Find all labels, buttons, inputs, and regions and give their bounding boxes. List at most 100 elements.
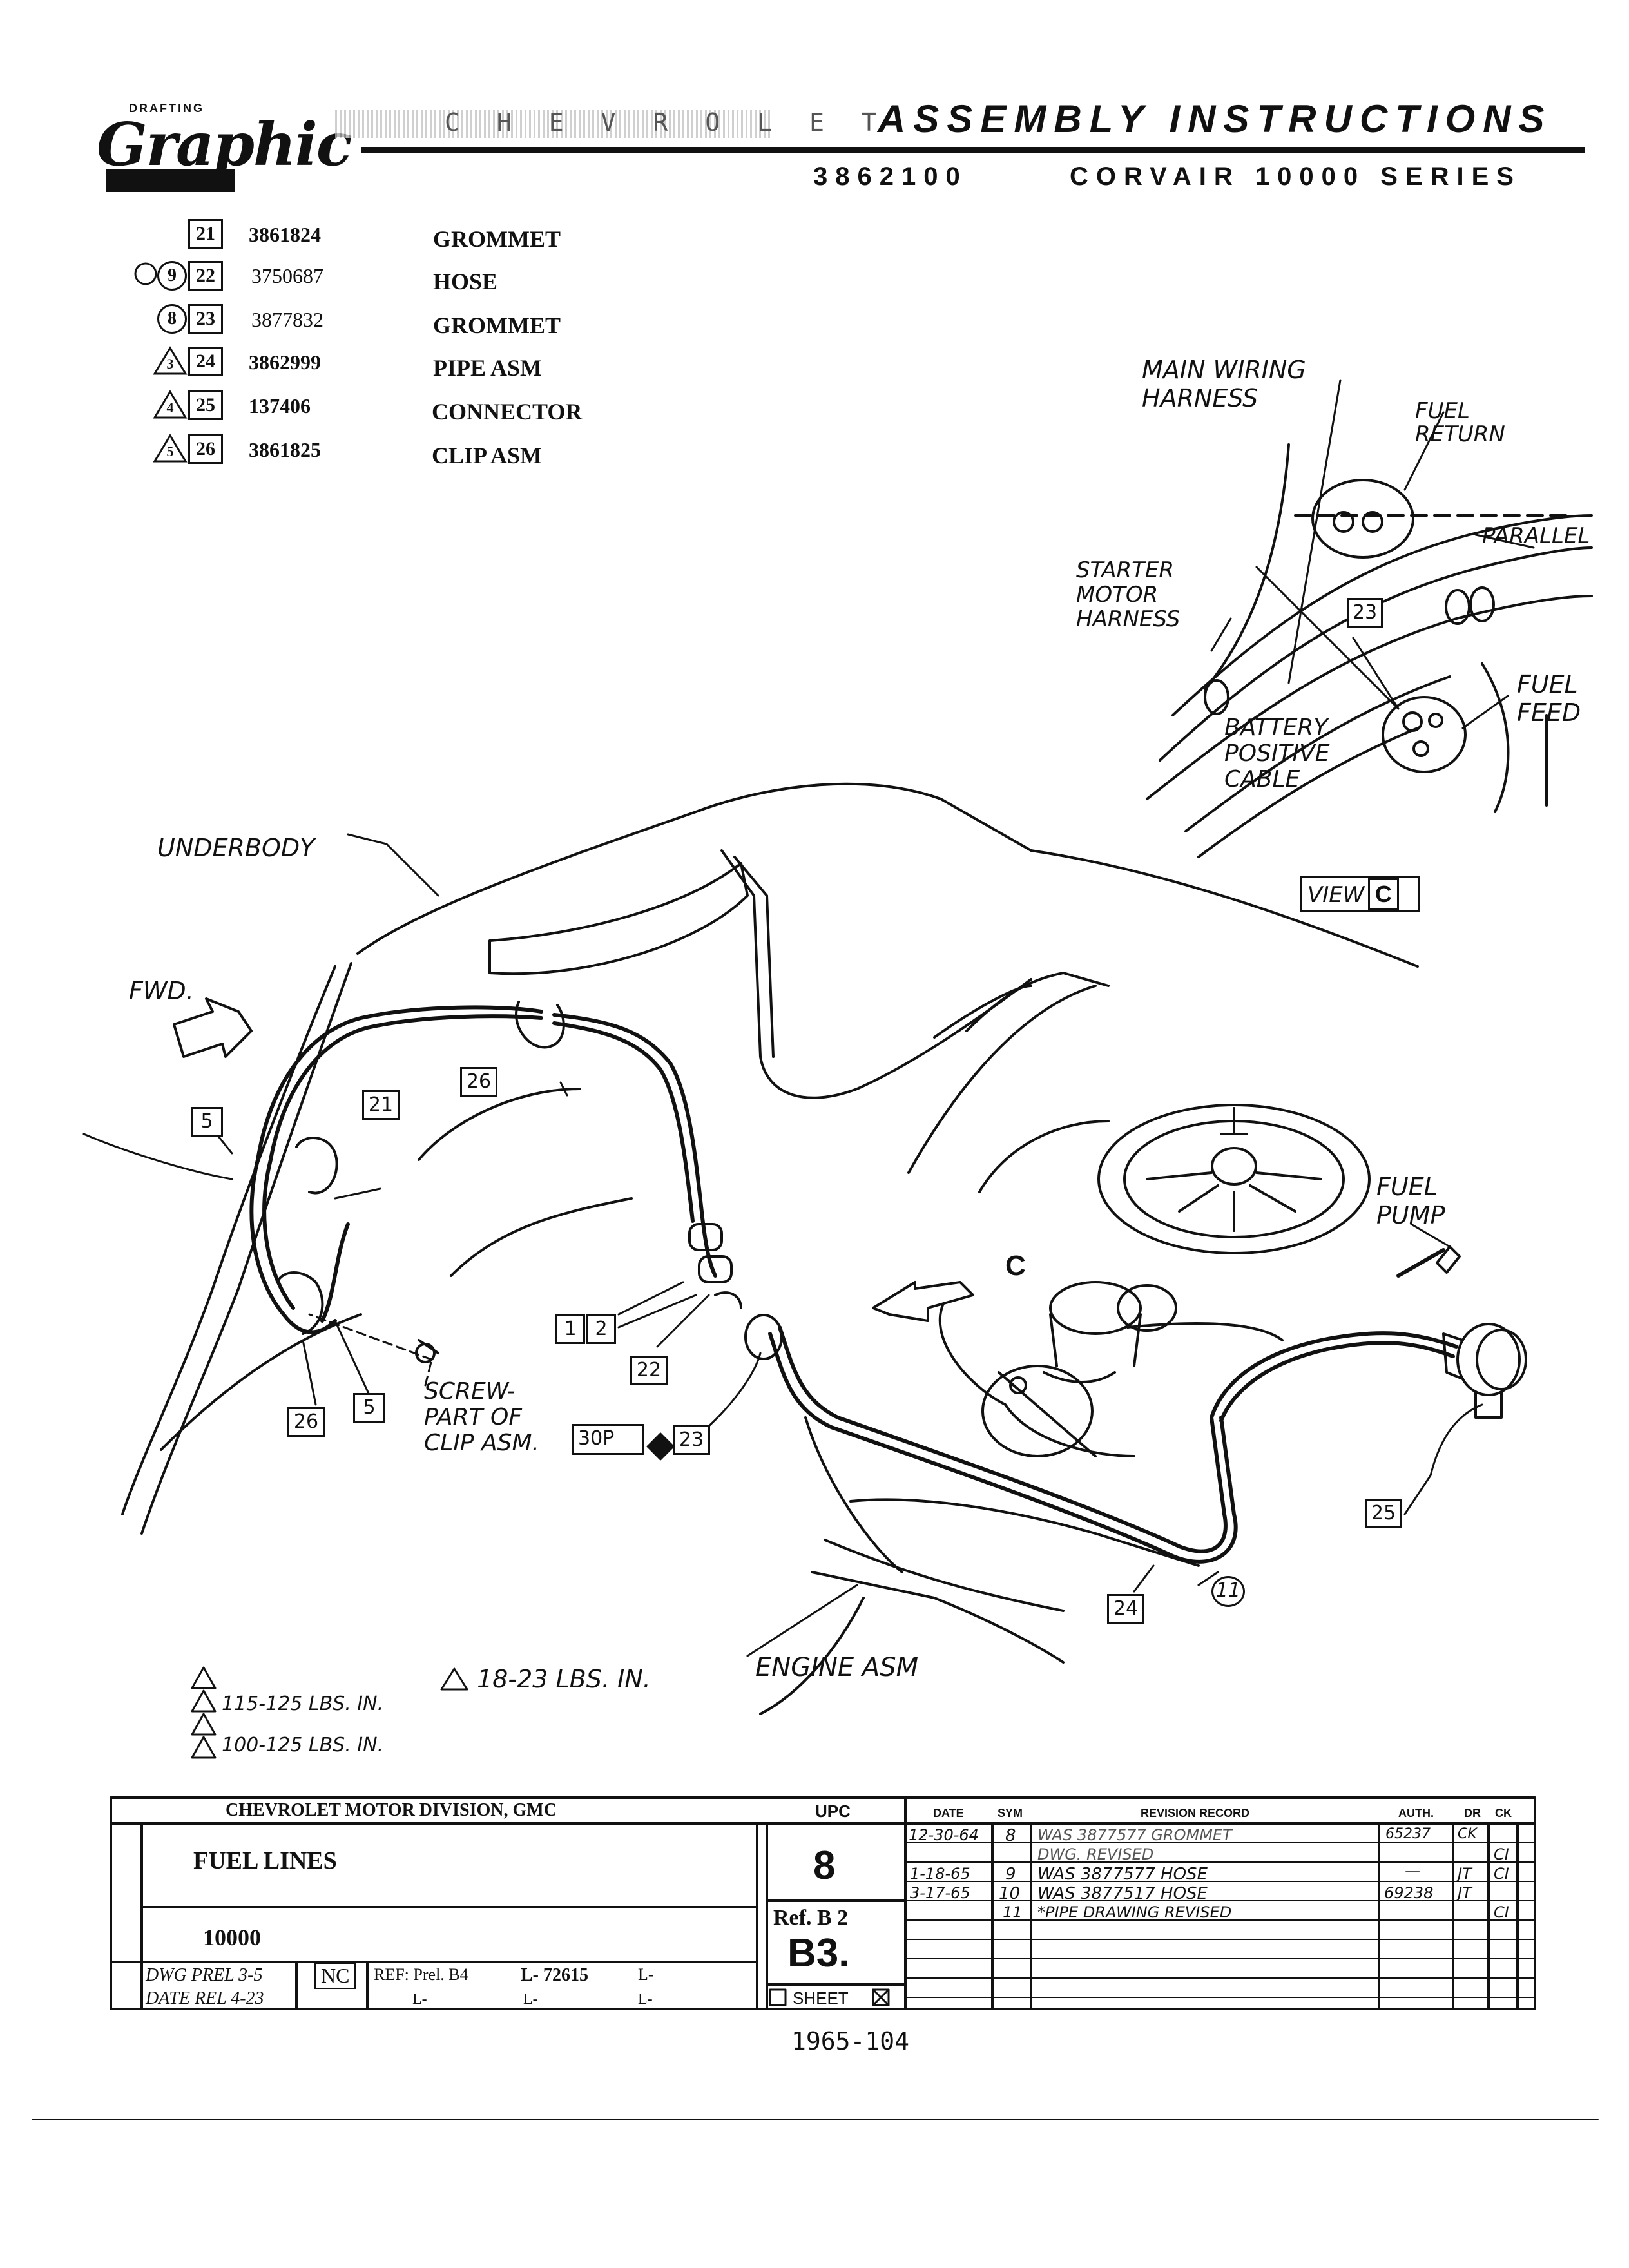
torque-note-5: 18-23 LBS. IN. — [477, 1665, 651, 1693]
dwg-prel: DWG PREL 3-5 — [146, 1965, 263, 1985]
l-blank-1: L- — [638, 1965, 654, 1984]
label-fuel-pump: FUEL PUMP — [1376, 1173, 1445, 1229]
rev-sym: 11 — [1003, 1903, 1023, 1921]
rev-desc: DWG. REVISED — [1037, 1845, 1154, 1863]
part-rev-mark: 9 — [157, 261, 187, 291]
series-title: CORVAIR 10000 SERIES — [1070, 162, 1521, 191]
torque-triangles — [191, 1432, 675, 1759]
ref-label: Ref. B 2 — [773, 1906, 849, 1930]
rev-desc: WAS 3877517 HOSE — [1037, 1884, 1208, 1903]
rev-dr: CK — [1458, 1826, 1477, 1842]
nc-mark: NC — [314, 1963, 356, 1989]
part-name: PIPE ASM — [433, 355, 543, 381]
document-id: 1965-104 — [791, 2027, 910, 2055]
callout-1: 1 — [555, 1314, 585, 1344]
drawing-title: FUEL LINES — [193, 1847, 337, 1874]
assembly-part-number: 3862100 — [813, 162, 968, 191]
part-ref-box: 26 — [188, 434, 223, 464]
part-name: GROMMET — [433, 226, 561, 252]
part-name: GROMMET — [433, 312, 561, 338]
part-number: 3750687 — [251, 264, 323, 287]
rev-desc: WAS 3877577 GROMMET — [1037, 1826, 1232, 1844]
part-rev-mark: 8 — [157, 304, 187, 334]
l-blank-4: L- — [638, 1991, 653, 2008]
chevrolet-bowtie-icon — [106, 169, 235, 192]
callout-2: 2 — [586, 1314, 616, 1344]
rev-sym: 8 — [1005, 1826, 1016, 1845]
label-fuel-return: FUEL RETURN — [1415, 398, 1505, 447]
view-c-tag: VIEW C — [1300, 876, 1420, 912]
rev-desc: *PIPE DRAWING REVISED — [1037, 1903, 1232, 1921]
part-name: HOSE — [433, 269, 498, 294]
part-number: 137406 — [249, 394, 311, 418]
leader-lines — [82, 833, 1483, 1657]
callout-5: 5 — [191, 1107, 223, 1137]
rev-header-ck: CK — [1495, 1807, 1512, 1820]
part-name: CONNECTOR — [432, 399, 583, 425]
rev-sym: 9 — [1005, 1865, 1016, 1884]
sheet-label: SHEET — [793, 1988, 849, 2008]
view-c-detail — [1146, 379, 1593, 858]
rev-date: 1-18-65 — [910, 1865, 970, 1883]
callout-25: 25 — [1365, 1499, 1402, 1528]
rev-dr: JT — [1458, 1865, 1472, 1883]
rev-header-sym: SYM — [998, 1807, 1023, 1820]
sheet-code: B3. — [787, 1931, 850, 1975]
header-faded-strip — [335, 110, 773, 138]
callout-30p: 30P — [572, 1424, 644, 1455]
direction-arrows — [173, 997, 974, 1322]
label-fwd: FWD. — [129, 977, 194, 1005]
callout-23-view-c: 23 — [1347, 598, 1383, 628]
view-c-tag-label: VIEW — [1307, 882, 1365, 908]
part-ref-box: 21 — [188, 219, 223, 249]
l-number: L- 72615 — [521, 1965, 588, 1985]
torque-note-3: 115-125 LBS. IN. — [222, 1693, 384, 1715]
l-blank-3: L- — [523, 1991, 538, 2008]
view-c-tag-letter: C — [1368, 878, 1399, 910]
callout-22: 22 — [630, 1356, 668, 1385]
part-name: CLIP ASM — [432, 443, 543, 468]
engine-asm — [759, 1104, 1371, 1715]
rev-sym: 10 — [999, 1884, 1021, 1903]
label-parallel: PARALLEL — [1482, 523, 1590, 549]
part-ref-box: 22 — [188, 261, 223, 291]
upc-label: UPC — [815, 1802, 851, 1821]
rev-desc: WAS 3877577 HOSE — [1037, 1865, 1208, 1884]
rev-ck: CI — [1494, 1865, 1509, 1883]
label-screw-part-of-clip: SCREW- PART OF CLIP ASM. — [424, 1378, 539, 1456]
callout-26-upper: 26 — [460, 1067, 497, 1097]
rev-dr: JT — [1458, 1884, 1472, 1902]
rev-header-record: REVISION RECORD — [1141, 1807, 1250, 1820]
rev-header-auth: AUTH. — [1398, 1807, 1434, 1820]
rev-header-dr: DR — [1464, 1807, 1481, 1820]
label-underbody: UNDERBODY — [157, 834, 315, 862]
callout-23: 23 — [673, 1425, 710, 1455]
rev-ck: CI — [1494, 1903, 1509, 1921]
torque-note-4: 100-125 LBS. IN. — [222, 1734, 384, 1756]
rev-header-date: DATE — [933, 1807, 964, 1820]
fuel-pipe-asm — [249, 1005, 1458, 1564]
part-ref-box: 23 — [188, 304, 223, 334]
rev-ck: CI — [1494, 1845, 1509, 1863]
part-number: 3861825 — [249, 438, 321, 461]
label-battery-positive-cable: BATTERY POSITIVE CABLE — [1224, 715, 1330, 793]
header-rule — [361, 147, 1585, 153]
rev-auth: — — [1405, 1862, 1420, 1880]
callout-11: 11 — [1211, 1576, 1245, 1607]
label-starter-motor-harness: STARTER MOTOR HARNESS — [1076, 557, 1181, 632]
part-ref-box: 25 — [188, 390, 223, 420]
view-c-arrow-letter: C — [1005, 1250, 1026, 1282]
clip-hose-details — [276, 1001, 783, 1363]
callout-24: 24 — [1107, 1594, 1144, 1624]
part-number: 3862999 — [249, 351, 321, 374]
title-block-frame — [110, 1796, 1536, 2010]
rev-date: 12-30-64 — [909, 1826, 979, 1844]
l-blank-2: L- — [412, 1991, 427, 2008]
upc-number: 8 — [813, 1843, 836, 1888]
part-number: 3861824 — [249, 223, 321, 246]
label-engine-asm: ENGINE ASM — [755, 1653, 919, 1682]
ref-prel: REF: Prel. B4 — [374, 1965, 468, 1984]
header-faded-text: CHEVROLET — [445, 108, 914, 137]
model-number: 10000 — [203, 1925, 261, 1950]
label-fuel-feed: FUEL FEED — [1517, 670, 1581, 727]
